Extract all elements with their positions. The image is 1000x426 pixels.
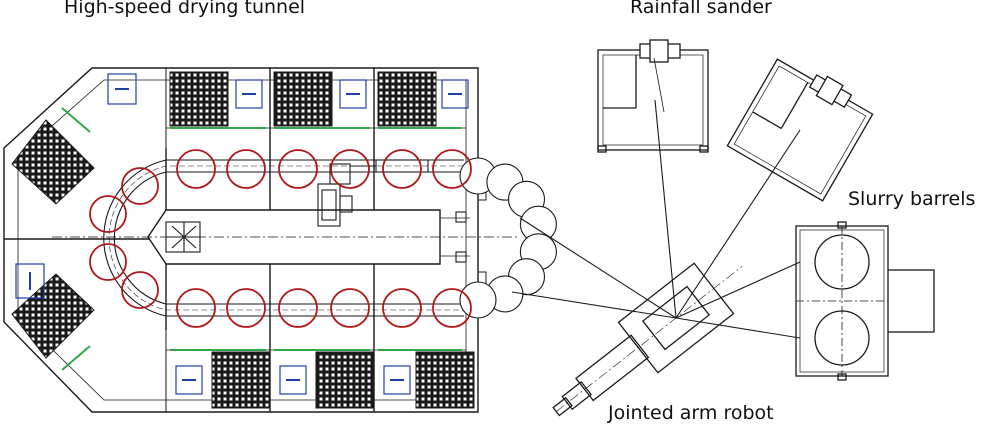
label-slurry-barrels: Slurry barrels: [848, 188, 976, 210]
label-rainfall-sander: Rainfall sander: [630, 0, 772, 18]
return-loop: [459, 157, 557, 319]
hanger-ring: [382, 288, 422, 328]
slurry-barrel: [814, 234, 870, 290]
hanger-ring: [432, 288, 472, 328]
grille-panel: [11, 119, 95, 205]
hanger-ring: [330, 149, 370, 189]
label-jointed-arm-robot: Jointed arm robot: [608, 402, 774, 424]
grille-panel: [377, 71, 437, 127]
hanger-rings: [89, 149, 472, 328]
hanger-ring: [176, 288, 216, 328]
rainfall-sander-right: [726, 58, 874, 202]
robot-reach-lines: [511, 99, 801, 339]
hanger-ring: [176, 149, 216, 189]
conveyor-track: [103, 159, 464, 317]
fan-icons: [15, 73, 469, 395]
fan-icon: [441, 79, 469, 109]
fan-icon: [235, 79, 263, 109]
hanger-ring: [89, 195, 127, 233]
hanger-ring: [226, 149, 266, 189]
fan-icon: [175, 365, 203, 395]
center-channel: [147, 209, 441, 265]
green-accent-strips: [61, 107, 462, 371]
grille-panel: [415, 351, 475, 409]
grille-panel: [211, 351, 271, 409]
hanger-ring: [330, 288, 370, 328]
hanger-ring: [278, 288, 318, 328]
heater-grilles: [11, 71, 475, 409]
tunnel-outline: [3, 67, 479, 413]
fan-icon: [339, 79, 367, 109]
hanger-ring: [278, 149, 318, 189]
fan-icon: [279, 365, 307, 395]
loop-ring: [459, 281, 497, 319]
center-mechanism: [165, 159, 467, 263]
slurry-barrel: [814, 310, 870, 366]
hanger-ring: [121, 271, 159, 309]
grille-panel: [169, 71, 229, 127]
label-drying-tunnel: High-speed drying tunnel: [64, 0, 306, 18]
hanger-ring: [89, 243, 127, 281]
grille-panel: [11, 273, 95, 359]
jointed-arm-robot: [552, 262, 743, 417]
hanger-ring: [121, 167, 159, 205]
hanger-ring: [226, 288, 266, 328]
hanger-ring: [382, 149, 422, 189]
hanger-ring: [432, 149, 472, 189]
slurry-barrels: [795, 221, 935, 381]
fan-icon: [15, 263, 45, 299]
fan-icon: [383, 365, 411, 395]
fan-icon: [107, 73, 137, 105]
grille-panel: [273, 71, 333, 127]
grille-panel: [315, 351, 375, 409]
rainfall-sander-left: [597, 39, 709, 153]
